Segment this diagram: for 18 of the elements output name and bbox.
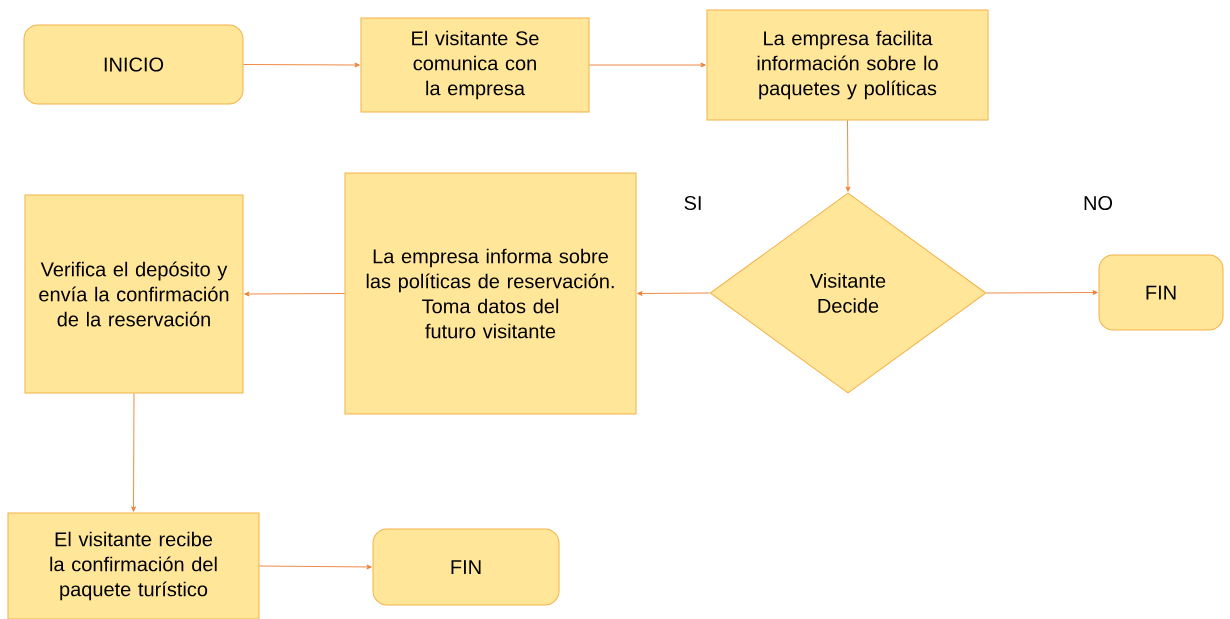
process-box: Verifica el depósito y envía la confirmación de la reservación	[24, 194, 244, 394]
process-box: La empresa facilita información sobre lo paquetes y políticas	[706, 9, 989, 121]
terminal-box: INICIO	[23, 24, 244, 105]
arrow	[637, 291, 710, 296]
branch-label: NO	[1084, 195, 1113, 211]
branch-label: SI	[684, 195, 701, 211]
arrow	[986, 290, 1098, 295]
arrow	[244, 291, 345, 297]
process-box: El visitante Se comunica con la empresa	[360, 17, 590, 113]
arrow	[589, 62, 706, 68]
arrow	[131, 393, 136, 512]
arrow	[259, 564, 372, 570]
terminal-box: FIN	[1098, 254, 1224, 331]
process-box: El visitante recibe la confirmación del paquete turístico	[7, 512, 260, 619]
arrow	[845, 120, 851, 192]
arrow	[243, 62, 360, 68]
process-box: La empresa informa sobre las políticas de reservación. Toma datos del futuro visitante	[344, 172, 637, 415]
terminal-box: FIN	[372, 528, 560, 606]
